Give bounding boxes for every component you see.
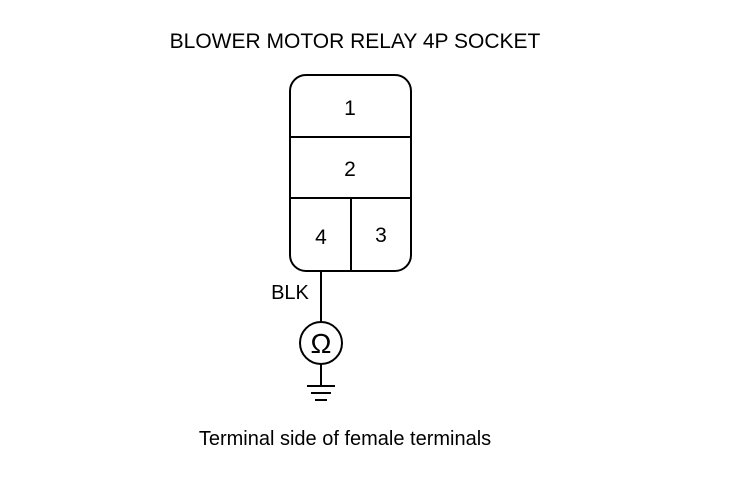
ohm-symbol: Ω: [311, 328, 332, 359]
terminal-3: 3: [375, 224, 387, 247]
diagram-caption: Terminal side of female terminals: [199, 428, 491, 450]
terminal-2: 2: [344, 158, 356, 181]
wire-color-label: BLK: [271, 282, 309, 304]
ohmmeter-icon: Ω: [299, 321, 343, 365]
ground-icon: [307, 385, 335, 401]
connector-4p: 1 2 4 3: [289, 74, 412, 272]
diagram-title: BLOWER MOTOR RELAY 4P SOCKET: [170, 30, 541, 53]
terminal-1: 1: [344, 97, 356, 120]
terminal-4: 4: [315, 226, 327, 249]
